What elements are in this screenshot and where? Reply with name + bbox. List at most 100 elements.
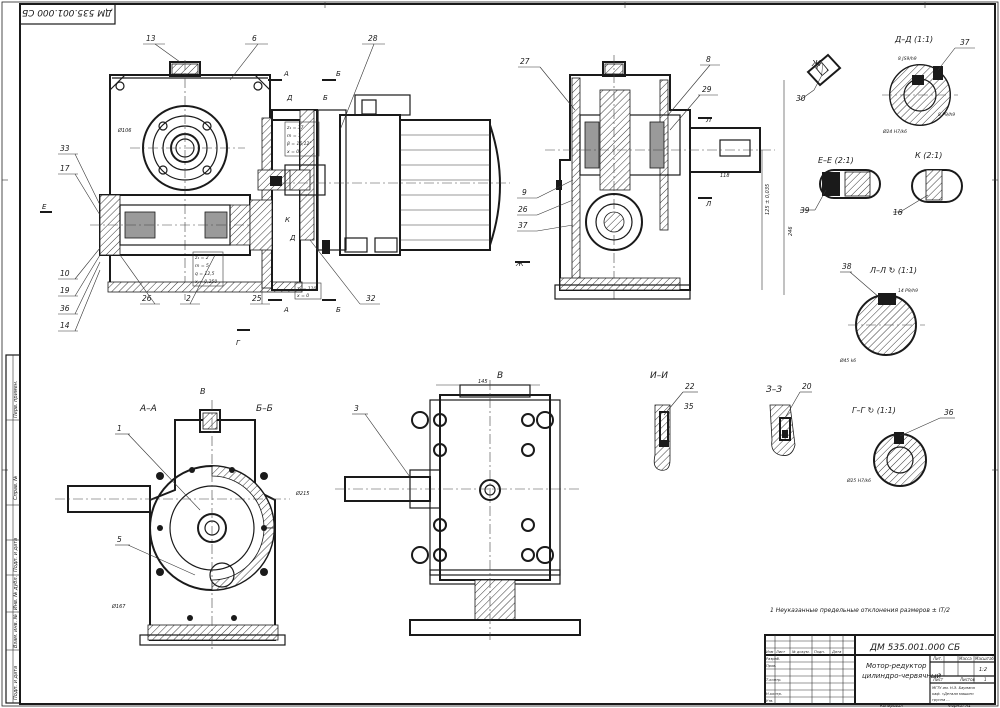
title-role-5: Утв. [766,699,774,703]
callout-13: 13 [146,34,156,43]
callout-33: 33 [60,144,70,153]
tech-note: 1 Неуказанные предельные отклонения разм… [770,607,950,614]
callout-38: 38 [842,262,852,271]
svg-text:А: А [283,70,289,78]
callout-28: 28 [368,34,378,43]
callout-22: 22 [685,382,695,391]
view-gg-label: Г–Г ↻ (1:1) [852,406,896,415]
callout-6: 6 [252,34,257,43]
view-ee-label: Е–Е (2:1) [818,156,854,165]
gear-params-2: z₁ = 2 m = 5 q = 12,5 x = 0,250 [192,251,224,287]
callout-numbers: 13 6 28 27 8 29 33 17 9 26 37 10 19 36 1… [60,34,970,544]
callout-26b: 26 [142,294,152,303]
callout-35: 35 [684,402,694,411]
dim-w145: 145 [478,379,488,385]
detail-zh [806,53,842,87]
title-block [764,634,996,705]
view-v-marker: В [200,387,206,396]
border-ticks [2,2,998,471]
svg-text:x = 0: x = 0 [286,149,299,155]
sheet-inner-frame [19,3,996,705]
callout-2: 2 [186,294,191,303]
svg-text:q = 12,5: q = 12,5 [195,271,215,277]
callout-5: 5 [117,535,122,544]
title-row-list: Лист [775,650,786,654]
callout-leaders [58,43,975,576]
detail-gg [873,432,927,487]
front-view-gearbox [40,60,510,331]
side-section-view [515,55,775,300]
gear-params-1: z₁ = 37 m = 1 β = 16,12° x = 0 [284,121,320,157]
top-code-text: ДМ 535.001.000 СБ [22,7,113,17]
detail-ll [848,293,925,356]
svg-text:Б: Б [336,70,341,78]
callout-27: 27 [520,57,530,66]
title-name-2: цилиндро-червячный [862,672,941,680]
dim-h246: 246 [788,226,794,236]
svg-text:z₂ = 110: z₂ = 110 [296,286,317,292]
title-format: Формат А1 [948,703,971,708]
callout-3: 3 [354,404,359,413]
title-row-sign: Подп. [814,650,825,654]
svg-text:m = 1: m = 1 [287,133,301,139]
svg-text:m = 5: m = 5 [195,263,209,269]
callout-19: 19 [60,286,70,295]
dim-d106: Ø106 [117,127,131,134]
side-section-labels: Л Л Ж [515,116,712,268]
top-code-box [19,3,116,25]
detail-ii [653,404,671,471]
callout-29: 29 [702,85,712,94]
callout-20: 20 [802,382,812,391]
svg-text:Ж: Ж [515,260,524,268]
detail-zz [769,404,796,456]
title-col-mass: Масса [959,656,972,661]
callout-8: 8 [706,55,711,64]
svg-text:x = 0,250: x = 0,250 [194,279,217,285]
title-row-izm: Изм [766,650,774,654]
title-sheets: Листов [959,677,976,682]
callout-30: 30 [796,94,806,103]
callout-39: 39 [800,206,810,215]
callout-10: 10 [60,269,70,278]
view-dd-label: Д–Д (1:1) [894,35,933,44]
svg-text:Л: Л [705,200,712,208]
title-code: ДМ 535.001.000 СБ [869,643,960,653]
title-sheets-count: 1 [984,677,987,682]
svg-text:z₁ = 2: z₁ = 2 [194,255,209,261]
callout-17: 17 [60,164,70,173]
dim-d167: Ø167 [111,603,126,610]
svg-text:Г: Г [236,339,241,347]
view-kk-label: К (2:1) [915,151,942,160]
gear-params-3: z₂ = 110 x = 0 [294,282,322,300]
svg-text:Б: Б [336,306,341,314]
title-role-1: Разраб. [766,657,780,661]
dim-d24: Ø24 H7/k6 [882,128,907,135]
view-v-title: В [497,371,503,381]
title-org-3: группа ... [932,698,950,702]
title-row-date: Дата [831,650,841,654]
strip-label-2: Справ. № [13,476,19,500]
callout-32: 32 [366,294,376,303]
view-aa-label: А–А [139,404,157,414]
title-org-2: каф. «Детали машин» [932,692,974,696]
svg-text:Б: Б [323,94,328,102]
left-side-strip [5,354,21,704]
view-zh-label: Ж [811,59,821,68]
dim-h125: 125 ± 0,035 [765,184,771,215]
callout-26a: 26 [518,205,528,214]
title-role-4: Н.контр. [766,692,782,696]
strip-label-6: Подп. и дата [13,666,19,700]
dim-l118: 118 [720,173,730,179]
dim-d45: Ø45 k6 [839,357,856,364]
svg-text:Е: Е [42,203,47,211]
title-sheet: Лист [932,677,944,682]
svg-text:Д: Д [289,234,296,242]
svg-text:Л: Л [705,116,712,124]
dim-p8b-dd: 8 JS9/h9 [898,56,917,62]
detail-ee [819,169,881,199]
svg-text:К: К [285,216,291,224]
svg-text:Д: Д [286,94,293,102]
